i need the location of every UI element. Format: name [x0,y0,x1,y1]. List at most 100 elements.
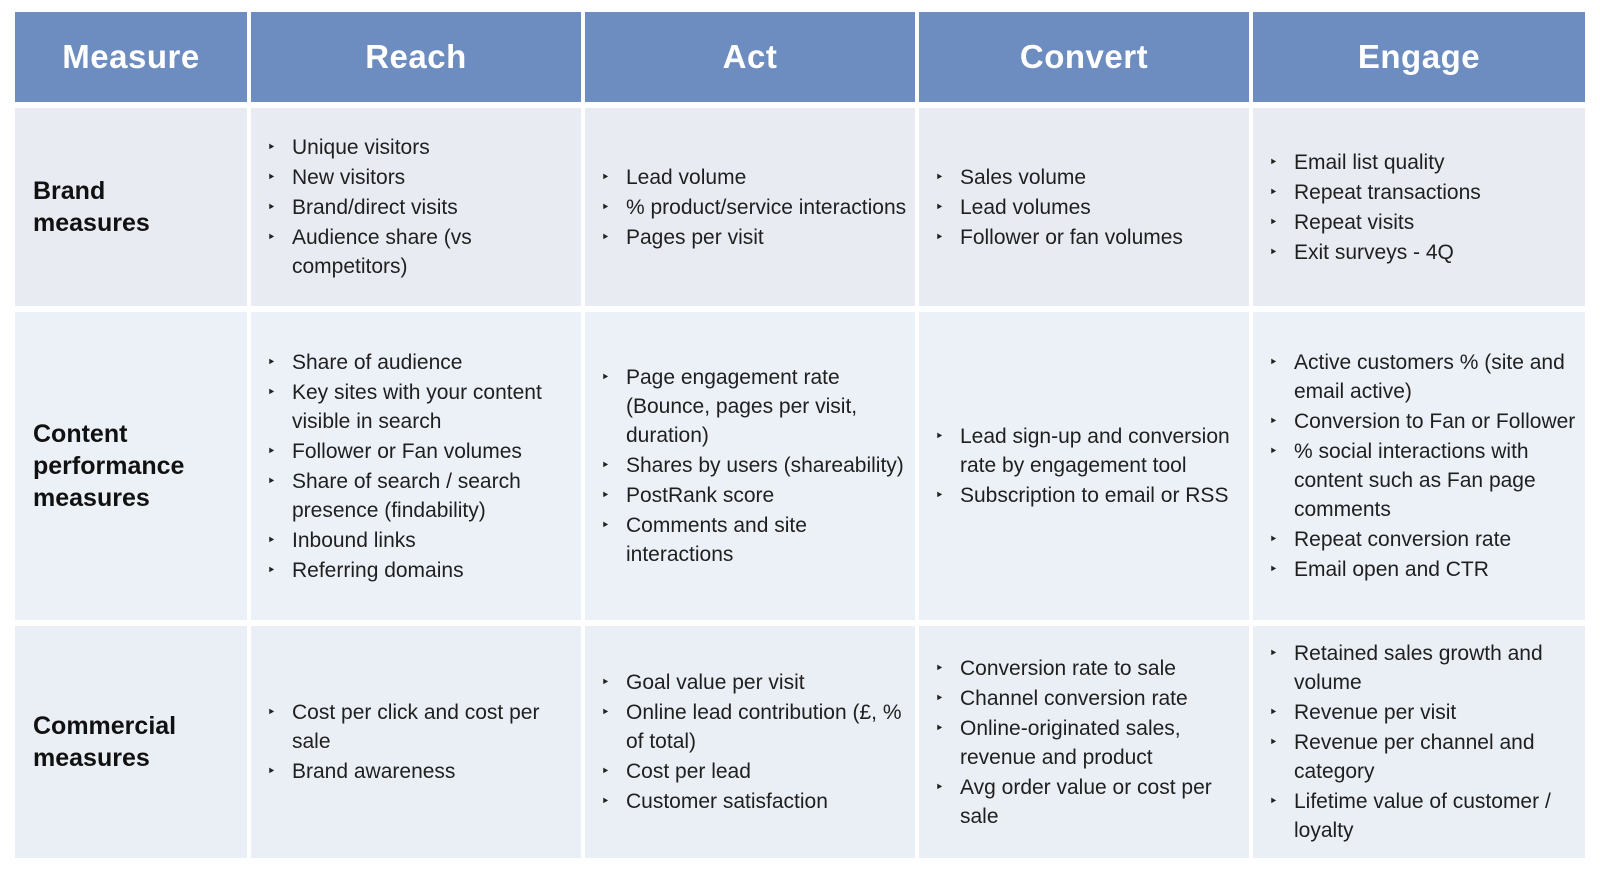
bullet-icon: ‣ [1269,213,1278,231]
header-engage: Engage [1253,12,1585,102]
bullet-icon: ‣ [601,704,610,721]
list-item-text: Pages per visit [626,225,764,249]
bullet-icon: ‣ [601,369,610,386]
content-engage-list: ‣Active customers % (site and email acti… [1267,347,1577,585]
header-measure: Measure [15,12,247,102]
list-item-text: Conversion rate to sale [960,656,1176,680]
row-commercial-measure-cell: Commercial measures [15,626,247,858]
list-item-text: Brand/direct visits [292,196,458,219]
list-item: ‣Active customers % (site and email acti… [1267,348,1577,406]
commercial-convert-list: ‣ Conversion rate to sale ‣ Channel convers… [933,653,1241,832]
list-item: ‣Repeat conversion rate [1267,525,1577,554]
bullet-icon: ‣ [601,457,610,474]
bullet-icon: ‣ [267,704,276,721]
list-item: ‣Unique visitors [265,133,573,162]
brand-convert-cell: ‣Sales volume‣Lead volumes‣Follower or f… [919,108,1249,306]
bullet-icon: ‣ [1269,243,1278,261]
list-item-text: Cost per click and cost per sale [292,701,540,753]
list-item: ‣Lead sign-up and conversion rate by eng… [933,422,1241,480]
list-item-text: Online-originated sales, revenue and pro… [960,716,1181,769]
bullet-icon: ‣ [601,517,610,534]
row-brand-measure-cell: Brand measures [15,108,247,306]
bullet-icon: ‣ [267,383,276,401]
list-item-text: Avg order value or cost per sale [960,775,1212,828]
list-item: ‣Customer satisfaction [599,787,907,816]
content-convert-list: ‣ Lead sign-up and conversion rate by eng… [933,421,1241,511]
list-item: ‣ Shares by users (shareability) [599,451,907,480]
bullet-icon: ‣ [601,198,610,216]
list-item: ‣ Referring domains [265,556,573,585]
content-reach-cell: ‣Share of audience‣Key sites with your c… [251,312,581,620]
row-label-brand-measures: Brand measures [33,177,150,237]
bullet-icon: ‣ [1269,734,1278,751]
commercial-reach-cell: ‣Cost per click and cost per sale‣Brand … [251,626,581,858]
bullet-icon: ‣ [935,778,944,796]
bullet-icon: ‣ [267,472,276,490]
bullet-icon: ‣ [935,719,944,737]
bullet-icon: ‣ [1269,183,1278,201]
list-item-text: Subscription to email or RSS [960,484,1229,507]
list-item: ‣ Exit surveys - 4Q [1267,238,1577,267]
bullet-icon: ‣ [601,228,610,246]
commercial-engage-cell: ‣Retained sales growth and volume‣Revenu… [1253,626,1585,858]
bullet-icon: ‣ [601,487,610,504]
content-engage-cell: ‣Active customers % (site and email acti… [1253,312,1585,620]
list-item: ‣Lead volume [599,163,907,192]
list-item: ‣Cost per lead [599,757,907,786]
content-act-cell: ‣ Page engagement rate (Bounce, pages per… [585,312,915,620]
bullet-icon: ‣ [267,763,276,780]
list-item-text: Lead volume [626,165,747,189]
list-item-text: Lead sign-up and conversion rate by enga… [960,425,1230,477]
bullet-icon: ‣ [935,198,944,216]
list-item: ‣ Sales volume [933,163,1241,192]
list-item: ‣Email open and CTR [1267,555,1577,584]
bullet-icon: ‣ [1269,153,1278,171]
brand-reach-list: ‣Unique visitors‣New visitors‣Brand/dire… [265,132,573,282]
list-item-text: Referring domains [292,558,464,582]
header-act: Act [585,12,915,102]
list-item-text: % product/service interactions [626,195,907,219]
bullet-icon: ‣ [935,168,944,186]
list-item-text: Sales volume [960,165,1087,189]
row-label-commercial-measures: Commercial measures [33,712,177,772]
list-item-text: Repeat visits [1294,210,1415,234]
bullet-icon: ‣ [267,561,276,579]
list-item-text: Exit surveys - 4Q [1294,240,1454,264]
list-item-text: Email list quality [1294,150,1445,174]
list-item-text: Follower or fan volumes [960,225,1183,249]
content-act-list: ‣ Page engagement rate (Bounce, pages per… [599,362,907,570]
bullet-icon: ‣ [1269,793,1278,810]
list-item: ‣Revenue per channel and category [1267,728,1577,786]
brand-convert-list: ‣Sales volume‣Lead volumes‣Follower or f… [933,162,1241,253]
list-item: ‣ Avg order value or cost per sale [933,773,1241,831]
list-item: ‣Share of search / search presence (find… [265,467,573,525]
list-item: ‣ Lifetime value of customer / loyalty [1267,787,1577,845]
list-item-text: Repeat conversion rate [1294,528,1512,551]
list-item-text: Online lead contribution (£, % of total) [626,701,902,753]
list-item: ‣ Channel conversion rate [933,684,1241,713]
bullet-icon: ‣ [1269,645,1278,662]
list-item: ‣ Follower or fan volumes [933,223,1241,252]
content-reach-list: ‣Share of audience‣Key sites with your c… [265,347,573,586]
list-item-text: Follower or Fan volumes [292,439,522,463]
list-item-text: % social interactions with content such … [1294,440,1536,521]
list-item: ‣ Pages per visit [599,223,907,252]
list-item-text: Shares by users (shareability) [626,454,904,477]
bullet-icon: ‣ [1269,561,1278,578]
commercial-reach-list: ‣Cost per click and cost per sale‣Brand … [265,697,573,787]
list-item-text: Customer satisfaction [626,790,828,813]
bullet-icon: ‣ [1269,443,1278,460]
commercial-act-list: ‣Goal value per visit‣Online lead contri… [599,667,907,817]
list-item-text: Lifetime value of customer / loyalty [1294,790,1551,842]
header-reach-label: Reach [365,38,467,75]
bullet-icon: ‣ [1269,354,1278,371]
bullet-icon: ‣ [935,689,944,707]
bullet-icon: ‣ [935,487,944,504]
list-item: ‣ % social interactions with content such… [1267,437,1577,524]
bullet-icon: ‣ [935,228,944,246]
list-item-text: Revenue per visit [1294,701,1457,724]
bullet-icon: ‣ [601,763,610,780]
list-item-text: Page engagement rate (Bounce, pages per … [626,366,858,447]
list-item-text: Channel conversion rate [960,686,1188,710]
brand-reach-cell: ‣Unique visitors‣New visitors‣Brand/dire… [251,108,581,306]
